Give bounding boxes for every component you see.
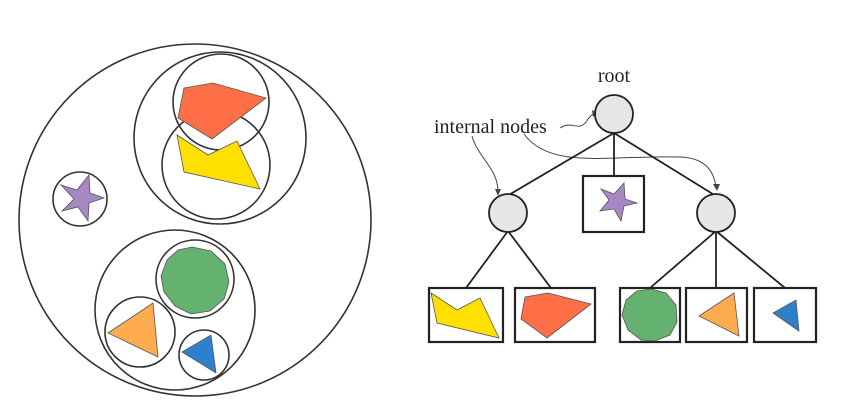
root-label: root xyxy=(598,65,631,87)
internal-node-right xyxy=(696,193,736,233)
blue-triangle xyxy=(181,334,217,374)
orange-triangle xyxy=(107,302,159,358)
leaf-orange-triangle xyxy=(698,292,740,337)
green-polygon xyxy=(160,246,230,315)
tree-panel: root internal nodes xyxy=(427,65,818,344)
blue-bounding-circle xyxy=(178,329,230,381)
callout-arrow-left-node xyxy=(471,135,499,193)
bottom-group-bounding-circle xyxy=(94,229,256,391)
leaf-purple-star xyxy=(599,182,639,223)
star-bounding-circle xyxy=(52,171,108,227)
orange-bounding-circle xyxy=(104,296,176,368)
internal-node-left xyxy=(488,193,528,233)
edge-left-yellow xyxy=(465,230,509,289)
edge-root-right xyxy=(613,132,717,197)
leaf-yellow-polygon xyxy=(430,292,500,339)
outer-bounding-circle xyxy=(18,43,372,397)
leaf-green-polygon xyxy=(621,288,678,342)
leaf-blue-triangle xyxy=(772,299,800,332)
root-node xyxy=(594,94,634,134)
top-group-bounding-circle xyxy=(133,51,307,225)
leaf-red-polygon xyxy=(520,292,592,339)
arrowhead-left-node xyxy=(495,189,501,196)
edge-left-red xyxy=(507,230,552,289)
yellow-polygon xyxy=(176,134,261,190)
internal-nodes-label: internal nodes xyxy=(434,116,547,138)
edge-right-green xyxy=(649,230,717,289)
edge-right-blue xyxy=(715,230,786,289)
red-polygon xyxy=(177,82,267,140)
edge-root-left xyxy=(506,132,615,197)
callout-arrow-right-node xyxy=(523,133,717,187)
bounding-volume-panel xyxy=(18,43,372,397)
purple-star xyxy=(59,173,106,223)
callout-arrow-root xyxy=(559,112,597,129)
green-bounding-circle xyxy=(155,239,235,319)
arrowhead-right-node xyxy=(713,184,720,191)
